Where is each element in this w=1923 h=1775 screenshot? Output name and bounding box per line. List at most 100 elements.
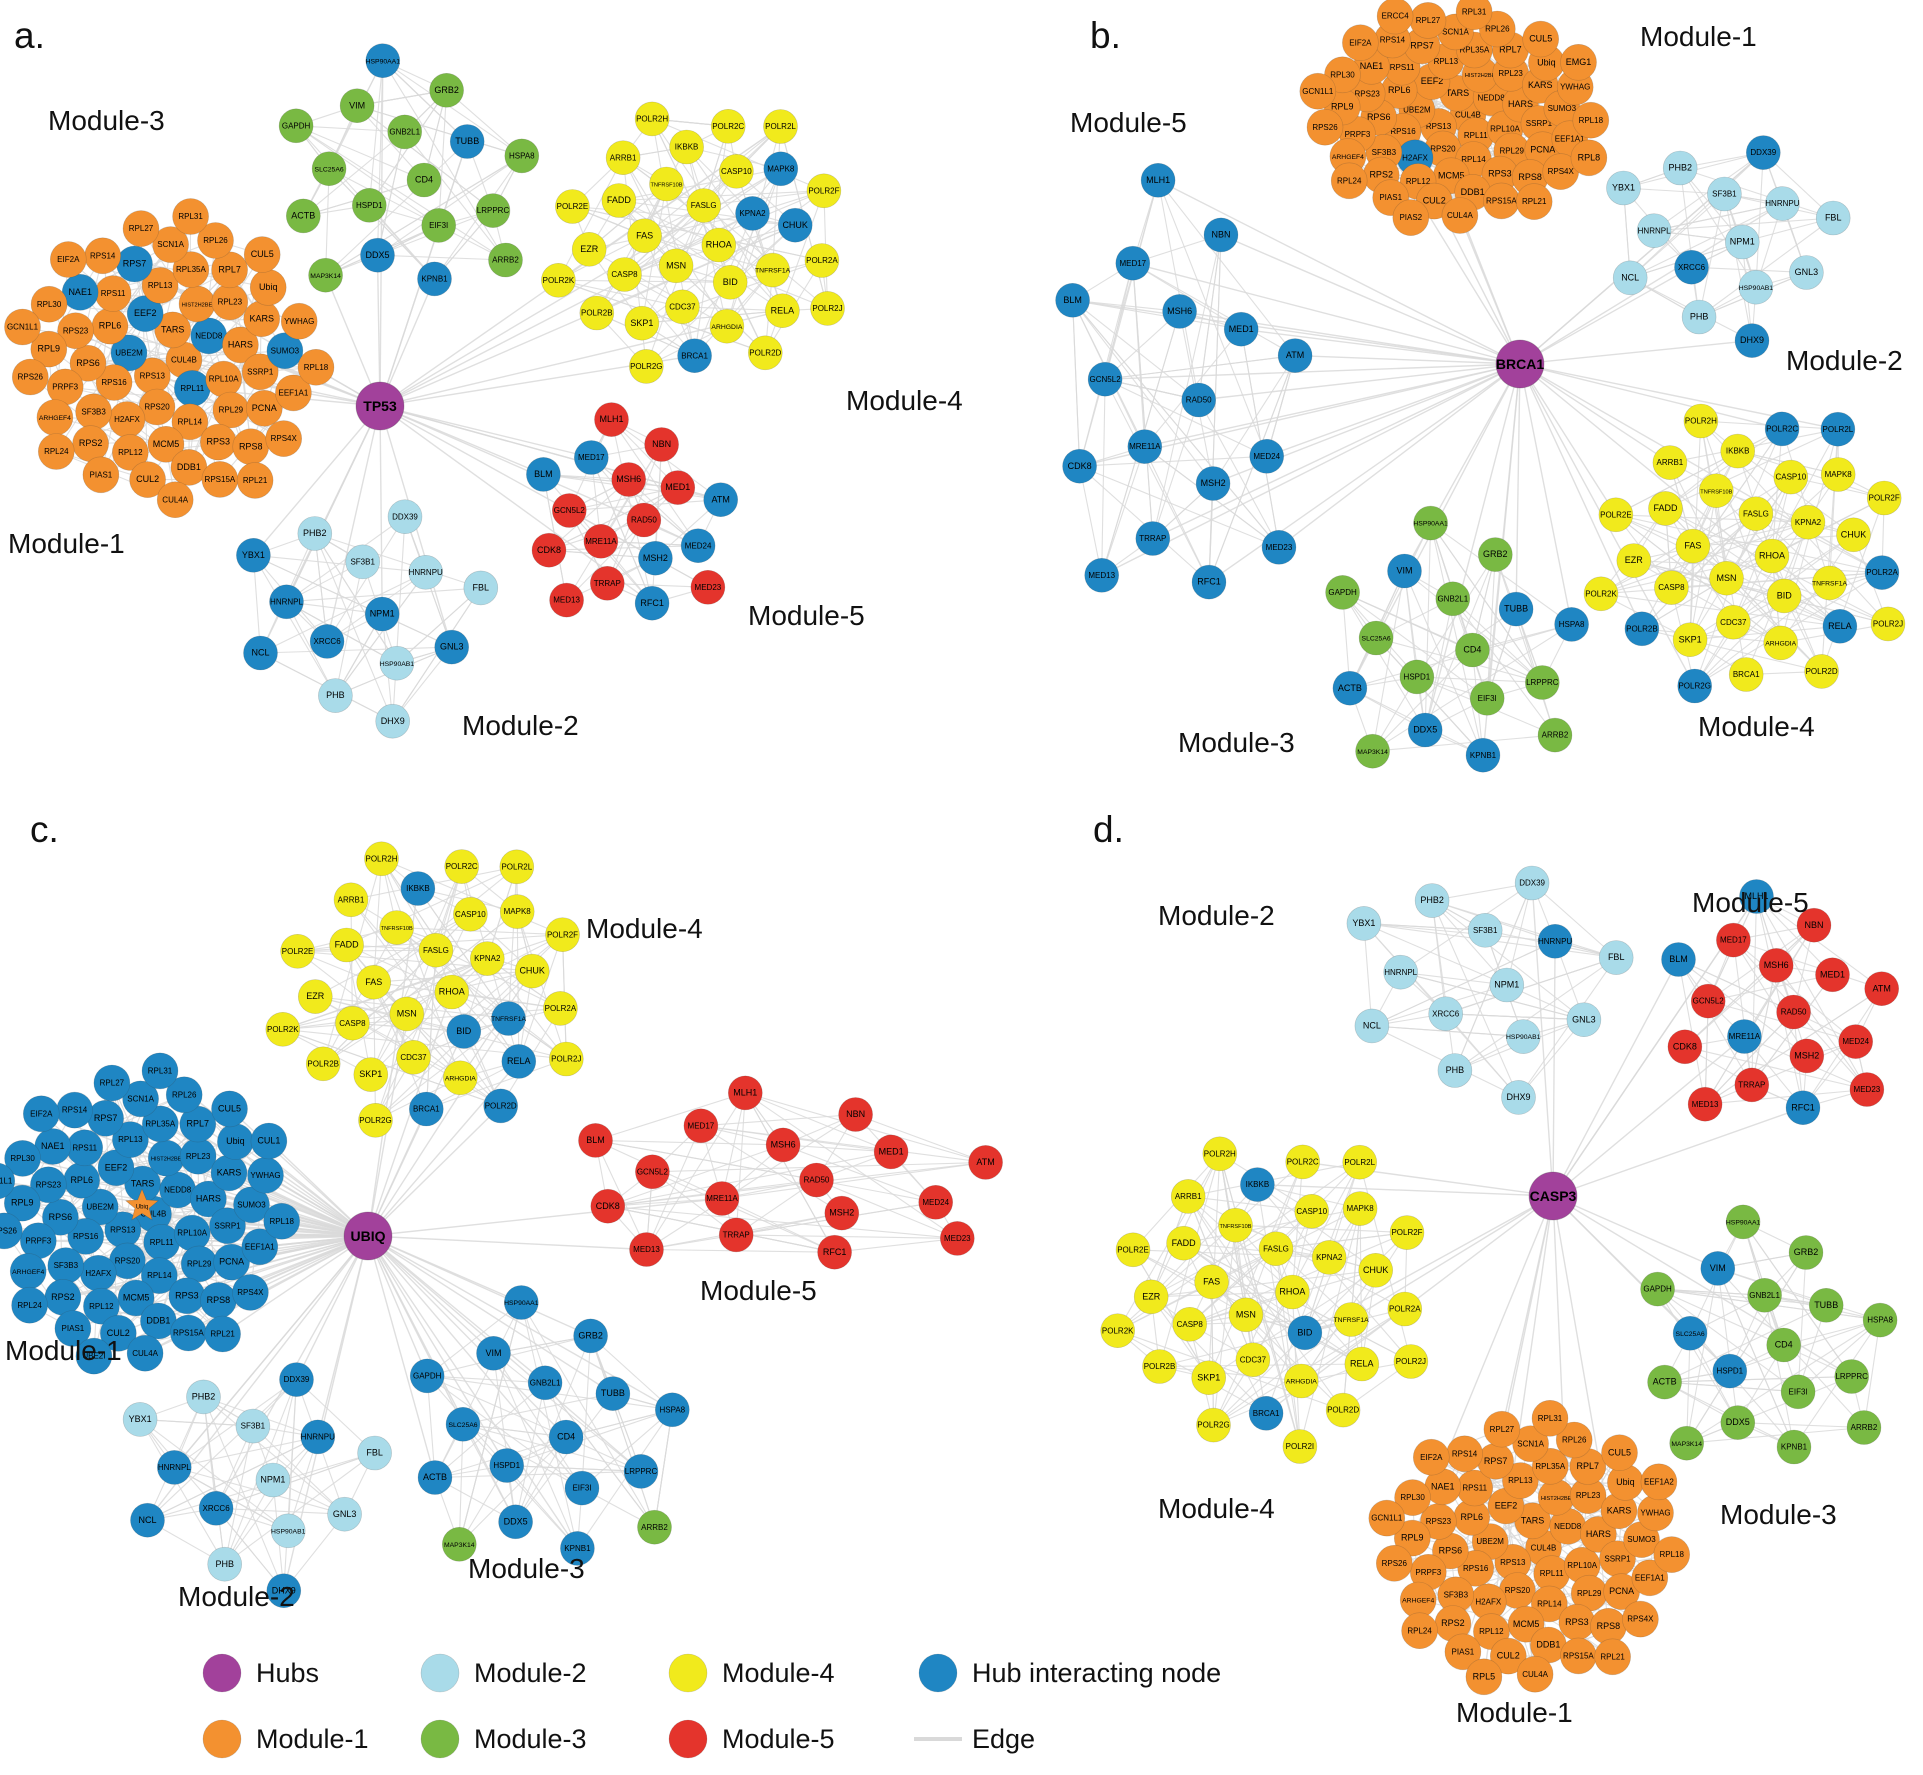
legend-item-module-5: Module-5: [668, 1719, 835, 1759]
hub-edge: [367, 1235, 583, 1489]
node-rps16: [67, 1218, 104, 1255]
node-ncl: [243, 635, 278, 671]
edge: [1653, 203, 1783, 232]
node-gnb2l1: [387, 114, 423, 150]
node-grb2: [1478, 537, 1513, 572]
panel-letter-d: d.: [1093, 809, 1124, 850]
node-cul2: [129, 461, 166, 498]
node-polr2k: [1100, 1313, 1135, 1348]
node-fbl: [1815, 200, 1851, 236]
node-slc25a6: [1672, 1316, 1708, 1351]
edge: [1454, 957, 1617, 1071]
node-lrpprc: [475, 193, 511, 228]
hub-edge: [379, 125, 781, 407]
node-polr2h: [364, 841, 399, 877]
edge: [295, 125, 506, 261]
node-nedd8: [159, 1171, 196, 1209]
edge: [1275, 1232, 1408, 1250]
node-rps14: [84, 237, 121, 275]
edge: [1132, 1249, 1210, 1378]
node-mlh1: [727, 1075, 763, 1111]
node-rps7: [87, 1100, 124, 1137]
node-rpl13: [112, 1121, 149, 1158]
edge: [1686, 1426, 1865, 1444]
node-nbn: [644, 427, 679, 462]
node-rps15a: [1483, 182, 1520, 220]
node-rpl27: [122, 210, 160, 247]
node-rhoa: [701, 227, 737, 263]
node-tnfrsf1a: [1333, 1302, 1369, 1337]
node-phb2: [297, 516, 333, 551]
edge: [1342, 592, 1426, 731]
node-polr2a: [543, 991, 578, 1026]
node-tnfrsf10b: [649, 166, 684, 202]
node-gnl3: [1789, 255, 1824, 290]
node-med13: [1084, 557, 1119, 593]
module-label-a-module-2: Module-2: [462, 710, 579, 741]
node-mlh1: [594, 402, 629, 437]
node-rfc1: [1785, 1090, 1821, 1125]
edge: [260, 571, 426, 654]
edge: [1079, 455, 1267, 467]
edge: [325, 141, 468, 276]
edge: [1363, 922, 1556, 942]
node-cdc37: [396, 1040, 431, 1075]
hub-edge: [1486, 363, 1521, 699]
node-arrb1: [605, 140, 641, 175]
node-ezr: [571, 232, 607, 267]
node-nbn: [1796, 907, 1832, 943]
edge: [1615, 428, 1783, 516]
node-med23: [1849, 1072, 1885, 1107]
node-hist2h2be: [1537, 1479, 1575, 1516]
hub-edge: [367, 1235, 428, 1377]
node-npm1: [364, 596, 400, 632]
hub-edge: [1295, 354, 1521, 365]
edge: [1252, 1161, 1361, 1360]
edge: [1198, 234, 1222, 401]
node-rps4x: [1622, 1600, 1659, 1638]
edge: [1072, 299, 1200, 401]
node-cul5: [211, 1090, 248, 1128]
node-rpl14: [1531, 1585, 1568, 1623]
node-cd4: [548, 1419, 584, 1455]
edge: [1445, 1013, 1584, 1021]
edge: [624, 170, 737, 275]
node-rpl18: [1572, 101, 1610, 139]
edge: [434, 1382, 546, 1478]
node-faslg: [686, 188, 722, 223]
node-polr2h: [634, 101, 670, 137]
edge: [1157, 180, 1200, 401]
node-rps26: [0, 1212, 23, 1250]
node-slc25a6: [311, 151, 347, 186]
node-rpl12: [83, 1287, 120, 1325]
edge: [1689, 490, 1717, 640]
edge: [1679, 167, 1757, 288]
edge: [590, 1335, 673, 1411]
node-rps11: [94, 275, 132, 312]
node-ube2i: [75, 1337, 113, 1375]
node-rpl21: [1515, 183, 1553, 220]
node-rpl29: [212, 391, 250, 429]
node-hsp90aa1: [365, 43, 401, 79]
module-label-a-module-5: Module-5: [748, 600, 865, 631]
edge: [302, 131, 406, 217]
node-polr2d: [747, 335, 783, 371]
hub-edge: [234, 1141, 369, 1237]
edge: [1704, 1041, 1856, 1105]
edge: [427, 1375, 546, 1384]
hub-edge: [1278, 363, 1521, 548]
node-gcn1l1: [0, 1162, 16, 1200]
node-kpna2: [1790, 504, 1826, 540]
node-tubb: [1498, 591, 1534, 627]
edge: [462, 1423, 567, 1438]
node-rpl35a: [142, 1105, 179, 1143]
node-polr2e: [555, 189, 590, 224]
hub-edge: [1552, 959, 1680, 1197]
edge: [548, 545, 699, 551]
node-gcn1l1: [1299, 72, 1337, 110]
node-mapk8: [1342, 1191, 1378, 1226]
node-ezr: [297, 979, 333, 1014]
node-bid: [1766, 578, 1802, 614]
edge: [1189, 1318, 1352, 1325]
edge: [1372, 570, 1406, 752]
